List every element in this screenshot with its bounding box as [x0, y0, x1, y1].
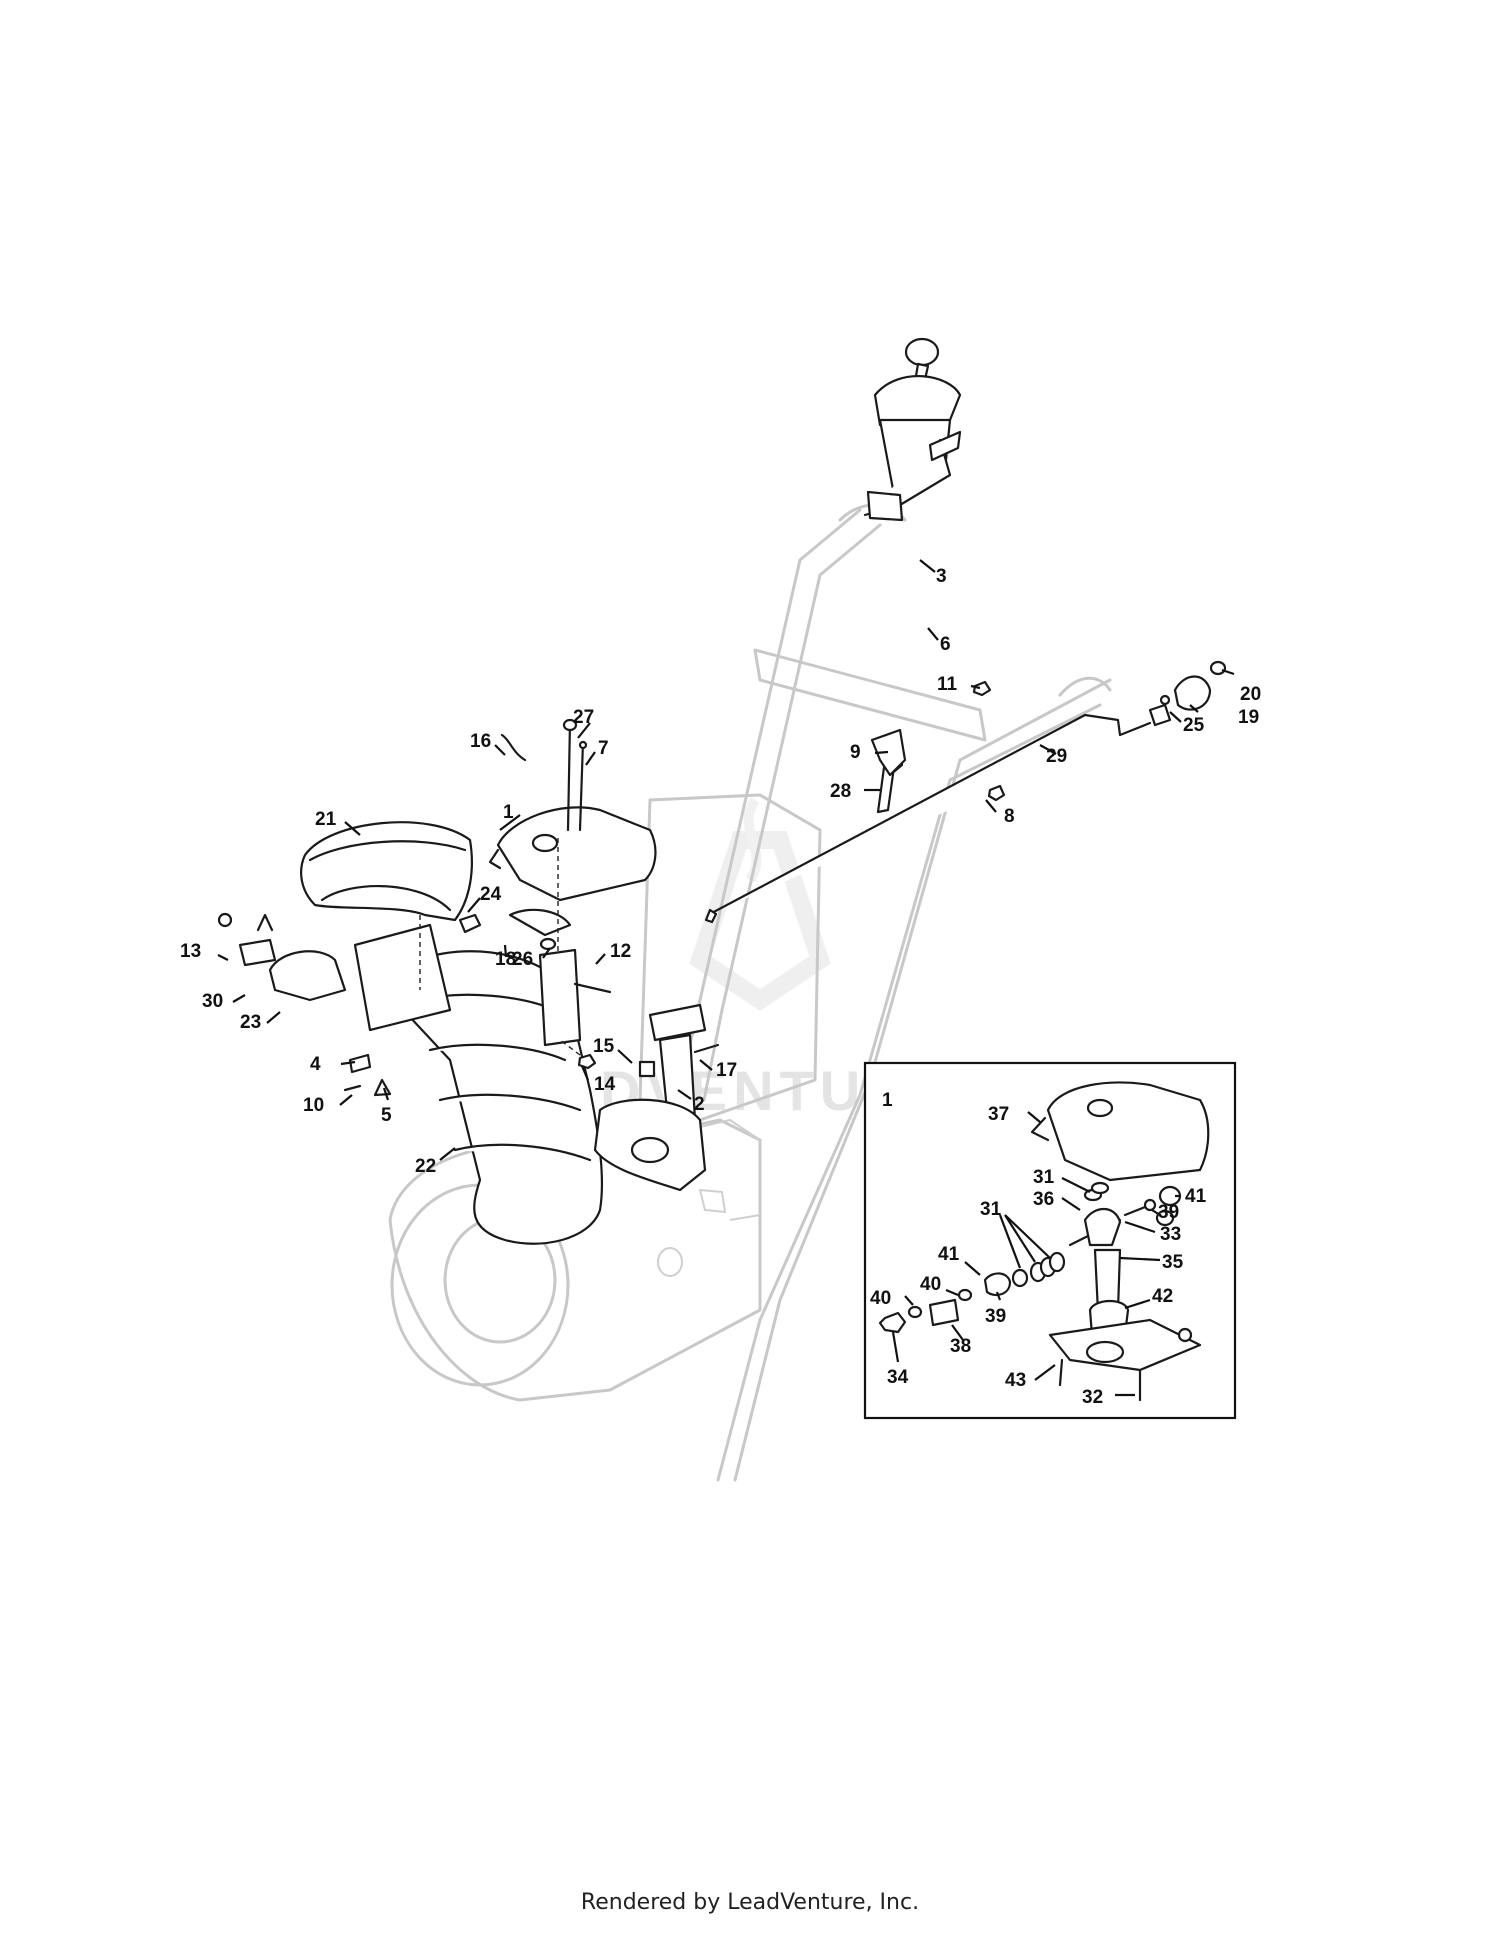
inset-callout-40b: 40 [870, 1288, 891, 1309]
callout-18: 18 [495, 949, 516, 970]
callout-20: 20 [1240, 684, 1261, 705]
inset-callout-32: 32 [1082, 1387, 1103, 1408]
chute-control-assembly [863, 337, 962, 522]
inset-callout-41b: 41 [938, 1244, 960, 1265]
inset-callout-39a: 39 [1158, 1202, 1179, 1223]
callout-12: 12 [610, 941, 631, 962]
chute-support-bracket [593, 1003, 707, 1192]
callout-26: 26 [512, 949, 533, 970]
callout-3: 3 [936, 566, 947, 587]
callout-labels: 1 2 3 4 5 6 7 8 9 10 11 12 13 14 15 16 1… [180, 566, 1261, 1177]
lower-chute [353, 923, 604, 1245]
hardware-bolts [343, 718, 720, 1097]
callout-11: 11 [937, 674, 958, 695]
callout-2: 2 [694, 1094, 705, 1115]
footer-credit: Rendered by LeadVenture, Inc. [580, 1890, 920, 1915]
callout-14: 14 [594, 1074, 616, 1095]
watermark-logo [689, 797, 831, 1011]
callout-19: 19 [1238, 707, 1259, 728]
callout-25: 25 [1183, 715, 1205, 736]
callout-1: 1 [503, 802, 514, 823]
callout-9: 9 [850, 742, 861, 763]
chute-crank-rod [704, 703, 1172, 924]
inset-callout-34: 34 [887, 1367, 909, 1388]
chute-rotor-mount [217, 912, 347, 1002]
inset-leader-lines [891, 1111, 1180, 1397]
callout-23: 23 [240, 1012, 261, 1033]
callout-8: 8 [1004, 806, 1015, 827]
inset-callout-31a: 31 [1033, 1167, 1055, 1188]
inset-title: 1 [882, 1090, 893, 1111]
leader-lines [217, 559, 1235, 1161]
inset-callout-42: 42 [1152, 1286, 1173, 1307]
callout-24: 24 [480, 884, 502, 905]
callout-10: 10 [303, 1095, 324, 1116]
upper-chute-deflector [300, 821, 473, 922]
callout-13: 13 [180, 941, 201, 962]
inset-callout-43: 43 [1005, 1370, 1026, 1391]
gearbox-cover [488, 806, 657, 902]
inset-callout-37: 37 [988, 1104, 1009, 1125]
alignment-lines [419, 838, 581, 1056]
inset-callout-36: 36 [1033, 1189, 1054, 1210]
callout-5: 5 [381, 1105, 392, 1126]
callout-7: 7 [598, 738, 609, 759]
inset-callout-39b: 39 [985, 1306, 1006, 1327]
callout-15: 15 [593, 1036, 615, 1057]
callout-4: 4 [310, 1054, 321, 1075]
inset-callout-labels: 37 31 36 39 41 33 31 35 41 40 39 40 42 3… [870, 1104, 1207, 1408]
inset-callout-35: 35 [1162, 1252, 1184, 1273]
gearbox-detail-inset: 1 [863, 1061, 1237, 1420]
callout-30: 30 [202, 991, 223, 1012]
crank-knob [1159, 660, 1227, 711]
inset-callout-31b: 31 [980, 1199, 1002, 1220]
callout-22: 22 [415, 1156, 436, 1177]
callout-16: 16 [470, 731, 491, 752]
callout-21: 21 [315, 809, 337, 830]
rod-bracket [870, 680, 1006, 802]
inset-callout-40a: 40 [920, 1274, 941, 1295]
callout-6: 6 [940, 634, 951, 655]
callout-17: 17 [716, 1060, 737, 1081]
callout-29: 29 [1046, 746, 1067, 767]
callout-28: 28 [830, 781, 851, 802]
callout-27: 27 [573, 707, 594, 728]
inset-callout-33: 33 [1160, 1224, 1181, 1245]
inset-callout-41a: 41 [1185, 1186, 1207, 1207]
inset-callout-38: 38 [950, 1336, 971, 1357]
